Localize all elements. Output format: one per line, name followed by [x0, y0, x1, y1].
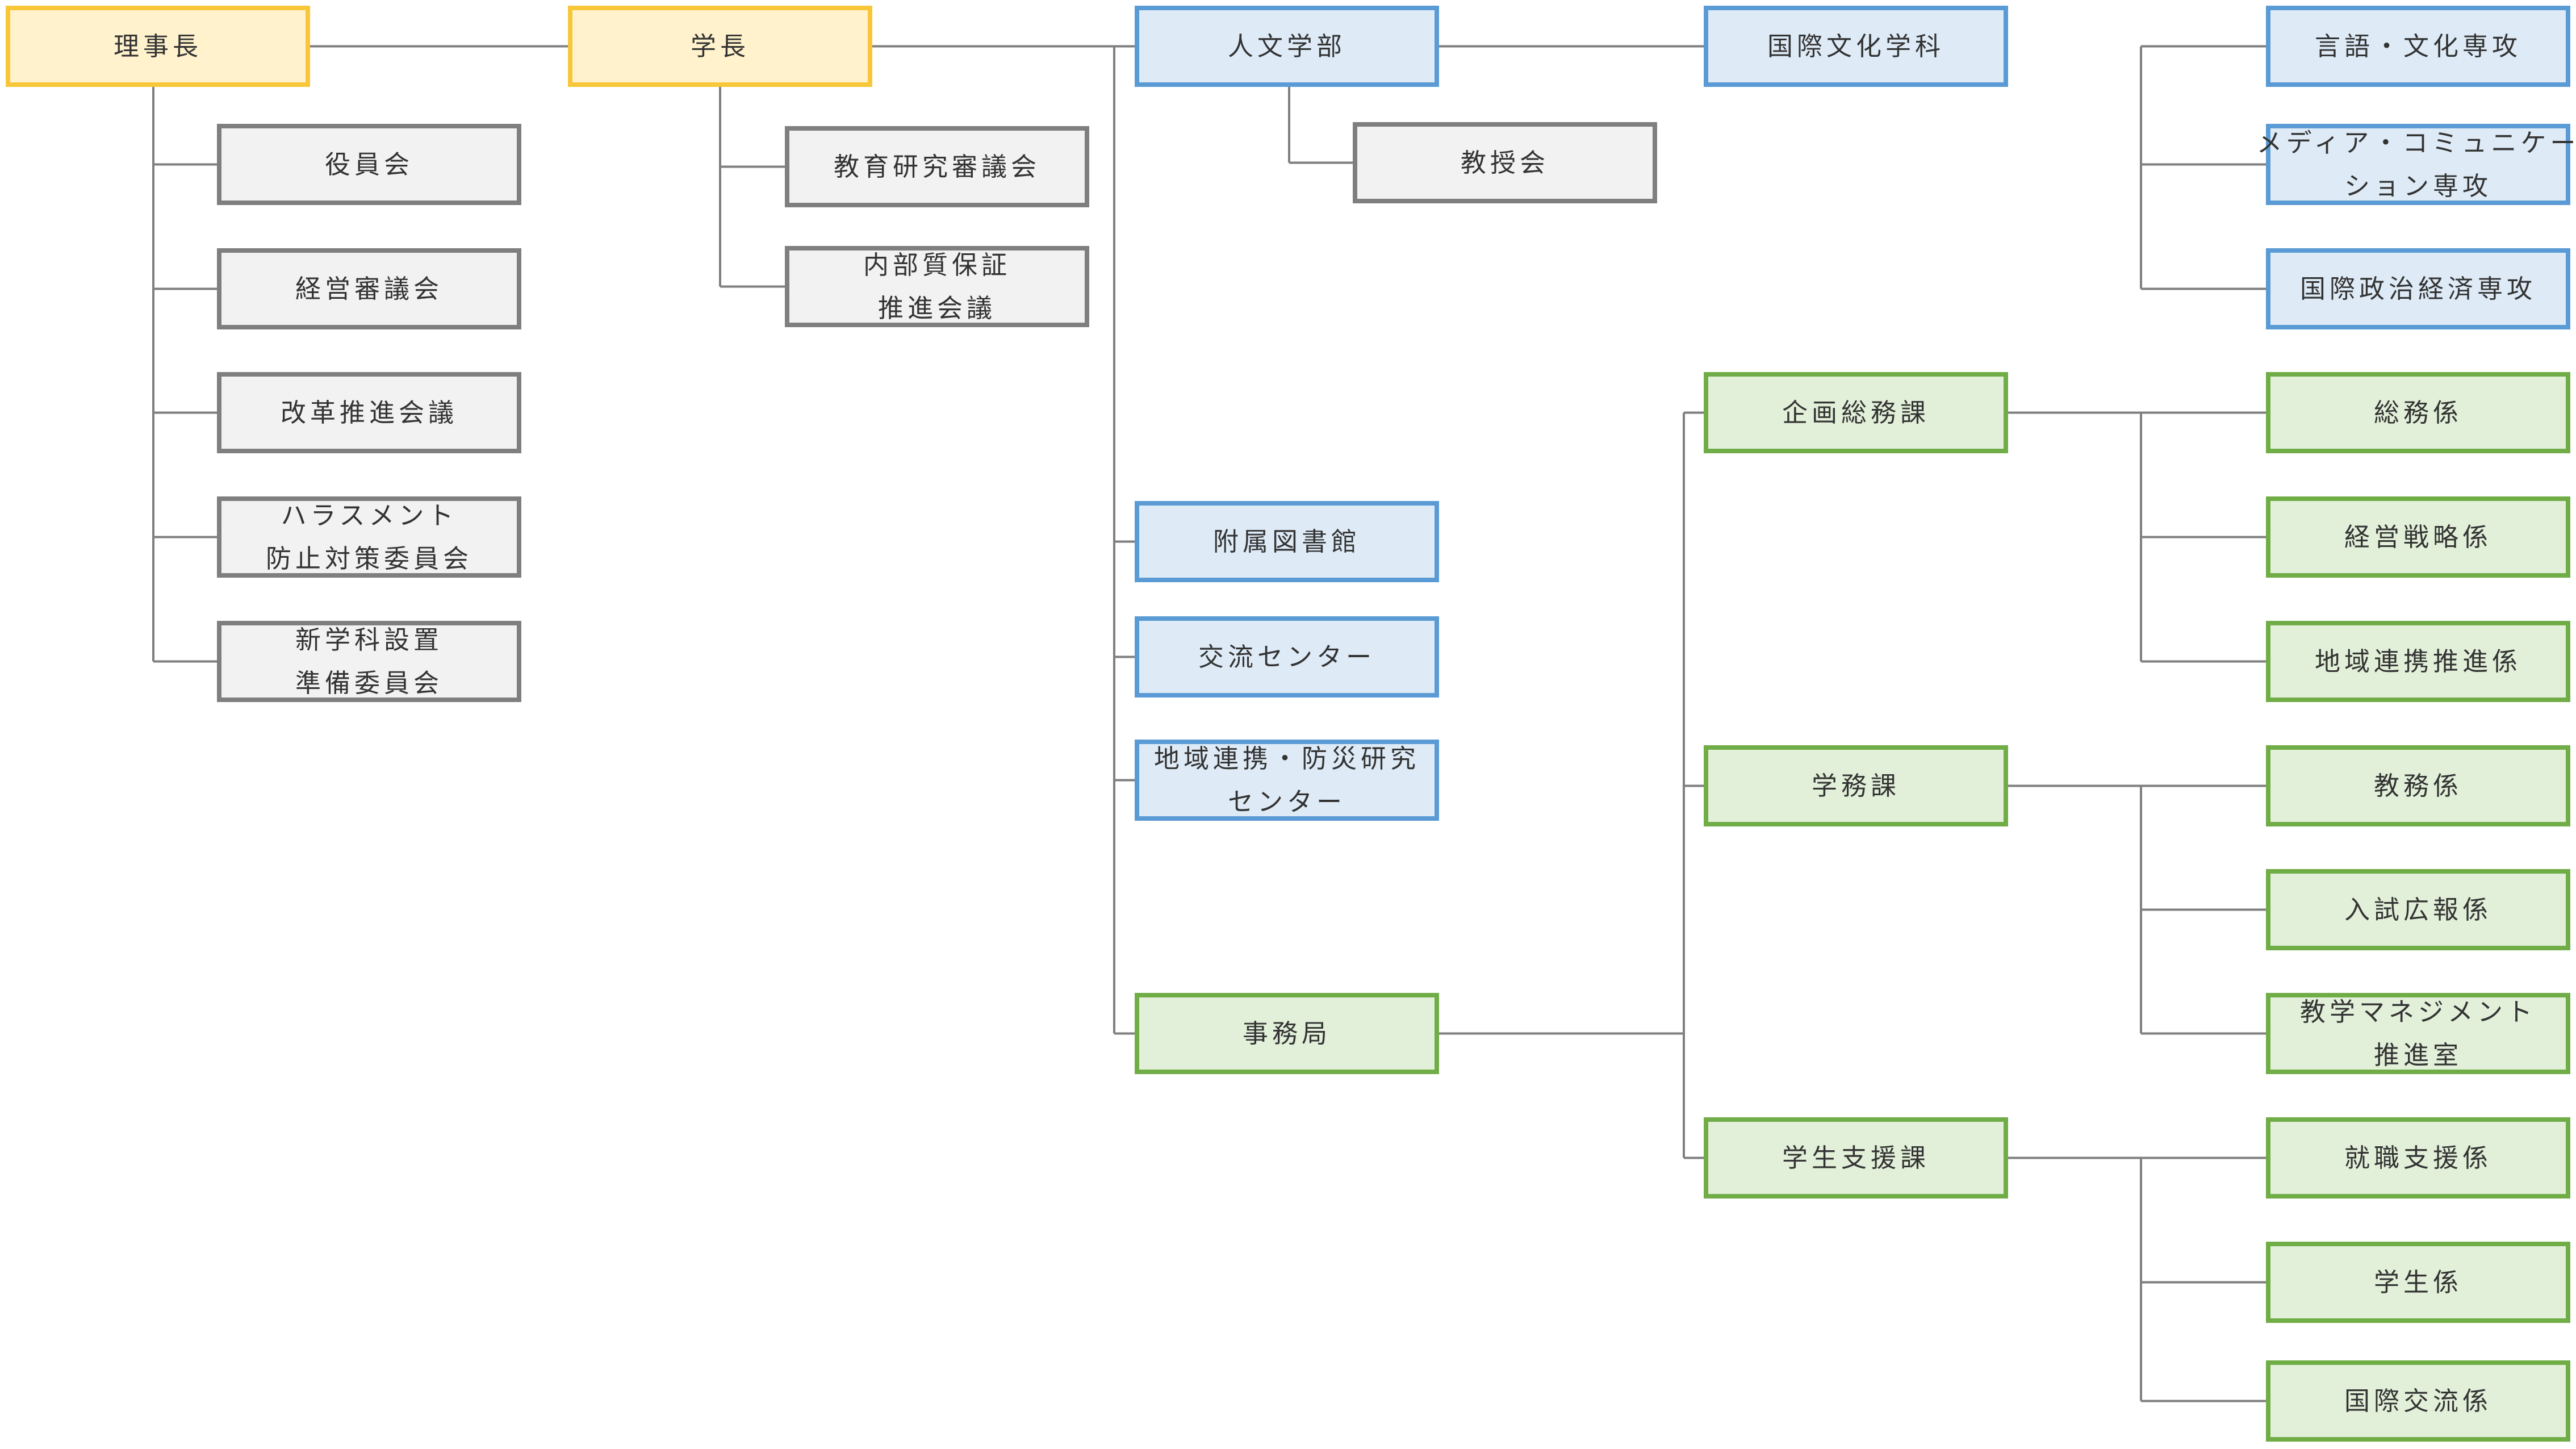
node-label: センター	[1227, 786, 1346, 817]
node-new-dept-committee: 新学科設置準備委員会	[217, 621, 521, 702]
node-label: 地域連携推進係	[2314, 646, 2521, 677]
node-label: ハラスメント	[281, 500, 458, 531]
node-label: 総務係	[2373, 397, 2462, 428]
node-label: 学生支援課	[1782, 1142, 1930, 1173]
node-planning-general-affairs: 企画総務課	[1704, 372, 2008, 453]
node-regional-disaster-center: 地域連携・防災研究センター	[1135, 740, 1439, 821]
node-label: 推進会議	[877, 293, 996, 323]
node-intl-exchange-unit: 国際交流係	[2266, 1360, 2570, 1442]
node-career-support-unit: 就職支援係	[2266, 1117, 2570, 1199]
node-chairman: 理事長	[6, 6, 310, 87]
node-label: 準備委員会	[295, 667, 443, 698]
node-label: 学生係	[2373, 1267, 2462, 1297]
node-label: 事務局	[1242, 1018, 1331, 1049]
node-reform-council: 改革推進会議	[217, 372, 521, 453]
node-board-of-officers: 役員会	[217, 124, 521, 205]
node-label: メディア・コミュニケー	[2256, 127, 2576, 158]
node-label: 経営審議会	[295, 273, 443, 304]
node-label: 地域連携・防災研究	[1153, 743, 1420, 774]
node-label: 教務係	[2373, 770, 2462, 801]
node-label: ション専攻	[2344, 170, 2492, 201]
node-label: 理事長	[113, 31, 202, 61]
node-label: 教授会	[1460, 147, 1549, 178]
node-label: 学長	[690, 31, 750, 61]
node-academic-affairs: 学務課	[1704, 745, 2008, 826]
node-label: 防止対策委員会	[265, 543, 472, 574]
node-label: 国際政治経済専攻	[2299, 273, 2536, 304]
node-library: 附属図書館	[1135, 501, 1439, 582]
node-label: 就職支援係	[2344, 1142, 2492, 1173]
node-label: 改革推進会議	[280, 397, 458, 428]
node-label: 企画総務課	[1782, 397, 1930, 428]
node-label: 役員会	[324, 149, 413, 179]
node-label: 教学マネジメント	[2299, 996, 2536, 1027]
node-label: 交流センター	[1198, 641, 1375, 672]
node-label: 国際文化学科	[1767, 31, 1944, 61]
node-student-unit: 学生係	[2266, 1242, 2570, 1323]
node-exchange-center: 交流センター	[1135, 616, 1439, 698]
node-student-support: 学生支援課	[1704, 1117, 2008, 1199]
node-harassment-committee: ハラスメント防止対策委員会	[217, 496, 521, 578]
node-intl-politics-econ-major: 国際政治経済専攻	[2266, 248, 2570, 329]
node-education-research-council: 教育研究審議会	[785, 126, 1089, 207]
node-label: 言語・文化専攻	[2314, 31, 2521, 61]
node-admissions-pr-unit: 入試広報係	[2266, 869, 2570, 950]
node-regional-collab-unit: 地域連携推進係	[2266, 621, 2570, 702]
node-management-council: 経営審議会	[217, 248, 521, 329]
node-label: 学務課	[1811, 770, 1900, 801]
node-president: 学長	[568, 6, 872, 87]
node-label: 教育研究審議会	[833, 151, 1040, 182]
node-label: 人文学部	[1227, 31, 1346, 61]
node-management-strategy-unit: 経営戦略係	[2266, 496, 2570, 578]
node-instruction-unit: 教務係	[2266, 745, 2570, 826]
node-label: 附属図書館	[1212, 526, 1361, 557]
node-faculty-humanities: 人文学部	[1135, 6, 1439, 87]
node-general-affairs-unit: 総務係	[2266, 372, 2570, 453]
node-faculty-council: 教授会	[1353, 122, 1657, 203]
node-teaching-mgmt-office: 教学マネジメント推進室	[2266, 993, 2570, 1074]
node-label: 入試広報係	[2344, 894, 2492, 925]
node-quality-assurance-council: 内部質保証推進会議	[785, 246, 1089, 327]
node-intl-culture-dept: 国際文化学科	[1704, 6, 2008, 87]
node-label: 国際交流係	[2344, 1385, 2492, 1416]
node-language-culture-major: 言語・文化専攻	[2266, 6, 2570, 87]
node-media-comm-major: メディア・コミュニケーション専攻	[2257, 124, 2575, 205]
node-label: 経営戦略係	[2344, 521, 2492, 552]
node-secretariat: 事務局	[1135, 993, 1439, 1074]
node-label: 新学科設置	[295, 624, 443, 655]
node-label: 推進室	[2373, 1039, 2462, 1070]
node-label: 内部質保証	[863, 249, 1011, 280]
